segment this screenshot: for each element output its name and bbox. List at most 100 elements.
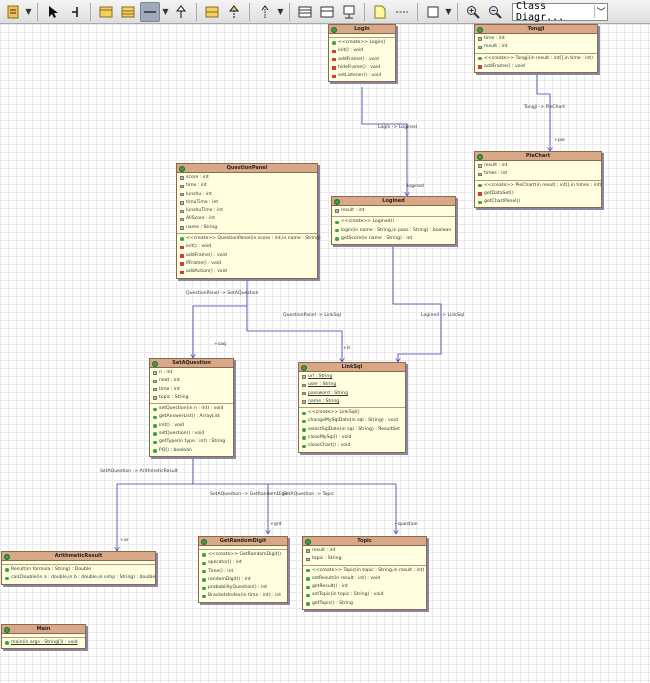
attribute-row[interactable]: time : int [177, 182, 317, 190]
operation-row[interactable]: <<create>> Topic(in topic : String,in re… [303, 567, 426, 575]
attribute-row[interactable]: time : int [475, 35, 597, 43]
select-arrow-icon[interactable] [43, 2, 63, 22]
attribute-row[interactable]: result : int [332, 207, 455, 215]
operation-row[interactable]: closeMySql() : void [299, 434, 405, 442]
operation-row[interactable]: getType(in type : int) : String [150, 438, 233, 446]
chevron-down-icon[interactable]: ﹀ [593, 5, 607, 18]
operation-row[interactable]: getTopic() : String [303, 600, 426, 608]
operation-row[interactable]: PQ() : boolean [150, 447, 233, 455]
operation-row[interactable]: changeMySqlDate(in sql : String) : void [299, 417, 405, 425]
component-tool-icon[interactable] [339, 2, 359, 22]
attribute-row[interactable]: timuTime : int [177, 199, 317, 207]
attribute-row[interactable]: times : int [475, 170, 601, 178]
operation-row[interactable]: <<create>> GetRandomDigit() [199, 551, 287, 559]
operation-row[interactable]: <<create>> Tongji(in result : int[],in t… [475, 55, 597, 63]
operation-row[interactable]: randomDigit() : int [199, 576, 287, 584]
interface-tool-icon[interactable] [118, 2, 138, 22]
operation-row[interactable]: calcDouble(in a : double,in b : double,i… [2, 574, 155, 582]
edge-logined-linksql[interactable] [392, 237, 442, 362]
chevron-down-icon[interactable]: ▼ [25, 7, 32, 16]
diagram-menu-icon[interactable] [3, 2, 23, 22]
operation-row[interactable]: login(in name : String,in pass : String)… [332, 227, 455, 235]
association-tool-icon[interactable] [140, 1, 160, 22]
insert-point-icon[interactable] [65, 2, 85, 22]
operation-row[interactable]: main(in args : String[]) : void [2, 639, 85, 647]
attribute-row[interactable]: neat : int [150, 377, 233, 385]
operation-row[interactable]: selectSqlDate(in sql : String) : ResultS… [299, 426, 405, 434]
note-link-tool-icon[interactable] [392, 2, 412, 22]
operation-row[interactable]: getAnswerList() : ArrayList [150, 413, 233, 421]
attribute-row[interactable]: url : String [299, 373, 405, 381]
attribute-row[interactable]: result : int [475, 162, 601, 170]
edge-setaquestion-topic[interactable] [268, 483, 396, 534]
attribute-row[interactable]: user : String [299, 381, 405, 389]
class-getrandomdigit[interactable]: GetRandomDigit<<create>> GetRandomDigit(… [198, 536, 288, 603]
operation-row[interactable]: addFrame() : void [177, 252, 317, 260]
operation-row[interactable]: <<create>> Login() [329, 39, 395, 47]
operation-row[interactable]: Time() : int [199, 568, 287, 576]
generalization-tool-icon[interactable] [171, 2, 191, 22]
operation-row[interactable]: init() : void [177, 243, 317, 251]
class-tool-icon[interactable] [96, 2, 116, 22]
operation-row[interactable]: <<create>> PieChart(in result : int[],in… [475, 182, 601, 190]
operation-row[interactable]: lfFrame() : void [177, 260, 317, 268]
edge-questionpanel-linksql[interactable] [246, 306, 342, 362]
attribute-row[interactable]: lunshuTime : int [177, 207, 317, 215]
attribute-row[interactable]: result : int [475, 43, 597, 51]
operation-row[interactable]: setQuestion(in n : int) : void [150, 405, 233, 413]
operation-row[interactable]: <<create>> QuestionPanel(in score : int,… [177, 235, 321, 243]
attribute-row[interactable]: name : String [177, 224, 317, 232]
note-tool-icon[interactable] [370, 2, 390, 22]
operation-row[interactable]: closeChart() : void [299, 442, 405, 450]
dependency-tool-icon[interactable] [224, 2, 244, 22]
attribute-row[interactable]: result : int [303, 547, 426, 555]
diagram-type-select[interactable]: Class Diagr... ﹀ [512, 1, 608, 23]
operation-row[interactable]: setQuestion() : void [150, 430, 233, 438]
operation-row[interactable]: getChartPanel() [475, 198, 601, 206]
frame-tool-icon[interactable] [423, 2, 443, 22]
attribute-row[interactable]: topic : String [150, 394, 233, 402]
attribute-row[interactable]: name : String [299, 398, 405, 406]
operation-row[interactable]: <<create>> LinkSql() [299, 409, 405, 417]
chevron-down-icon[interactable]: ▼ [162, 7, 169, 16]
attribute-row[interactable]: password : String [299, 390, 405, 398]
operation-row[interactable]: hideFrame() : void [329, 64, 395, 72]
operation-row[interactable]: setListener() : void [329, 72, 395, 80]
attribute-row[interactable]: topic : String [303, 555, 426, 563]
realization-tool-icon[interactable] [255, 2, 275, 22]
operation-row[interactable]: addFrame() : void [329, 56, 395, 64]
attribute-row[interactable]: n : int [150, 369, 233, 377]
attribute-row[interactable]: score : int [177, 174, 317, 182]
edge-setaquestion-arithmeticresult[interactable] [117, 454, 194, 551]
zoom-out-icon[interactable] [485, 2, 505, 22]
operation-row[interactable]: Result(in formula : String) : Double [2, 566, 155, 574]
operation-row[interactable]: operator() : int [199, 559, 287, 567]
attribute-row[interactable]: lunshu : int [177, 191, 317, 199]
package-tool-icon[interactable] [295, 2, 315, 22]
operation-row[interactable]: <<create>> Logined() [332, 218, 455, 226]
operation-row[interactable]: init() : void [329, 47, 395, 55]
edge-login-logined[interactable] [361, 87, 407, 196]
aggregation-tool-icon[interactable] [202, 2, 222, 22]
edge-questionpanel-setaquestion[interactable] [193, 274, 248, 358]
operation-row[interactable]: addAction() : void [177, 268, 317, 276]
attribute-row[interactable]: time : int [150, 386, 233, 394]
diagram-canvas[interactable]: Login -> Logined logined Tongji -> PieCh… [0, 24, 650, 683]
edge-tongji-piechart[interactable] [536, 68, 550, 151]
operation-row[interactable]: getDataSet() [475, 190, 601, 198]
operation-row[interactable]: BracketsIndex(in time : int) : int [199, 592, 287, 600]
operation-row[interactable]: setTopic(in topic : String) : void [303, 591, 426, 599]
chevron-down-icon[interactable]: ▼ [277, 7, 284, 16]
operation-row[interactable]: probabilityQuestion() : int [199, 584, 287, 592]
operation-row[interactable]: setResult(in result : int) : void [303, 575, 426, 583]
chevron-down-icon[interactable]: ▼ [445, 7, 452, 16]
